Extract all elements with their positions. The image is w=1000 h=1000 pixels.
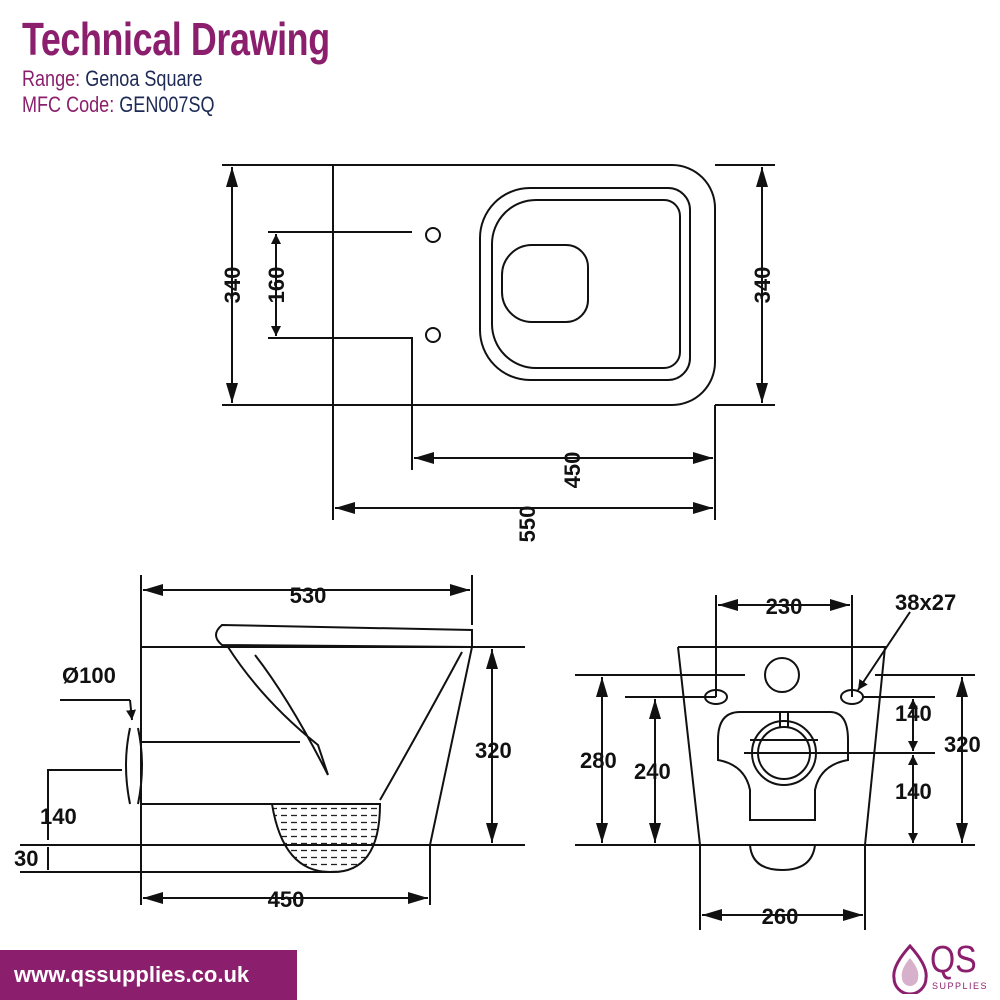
dim-label-260: 260 (762, 904, 799, 929)
dim-label-320-rear: 320 (944, 732, 981, 757)
side-view-trap (227, 646, 329, 776)
top-view-bowl-opening (501, 244, 589, 323)
page-title: Technical Drawing (22, 13, 330, 65)
rear-view-top-port (764, 657, 800, 693)
dim-label-450-top: 450 (560, 452, 585, 489)
range-line: Range: Genoa Square (22, 66, 346, 92)
dim-label-38x27: 38x27 (895, 590, 956, 615)
top-view-rim-inner (491, 199, 681, 369)
dim-label-320-side: 320 (475, 738, 512, 763)
dim-label-340-right: 340 (750, 267, 775, 304)
dim-label-140-side: 140 (40, 804, 77, 829)
logo-subtext: SUPPLIES (932, 981, 989, 991)
website-link[interactable]: www.qssupplies.co.uk (14, 962, 250, 987)
mfc-line: MFC Code: GEN007SQ (22, 92, 346, 118)
top-view: 340 160 340 450 550 (220, 164, 775, 543)
qs-supplies-logo: QS SUPPLIES (888, 938, 996, 996)
dim-label-550: 550 (515, 506, 540, 543)
mfc-label: MFC Code: (22, 92, 115, 117)
side-view-bowl-wall (379, 651, 463, 801)
dim-label-530: 530 (290, 583, 327, 608)
technical-drawing: 340 160 340 450 550 530 Ø100 320 140 30 (14, 164, 981, 930)
rear-view-body (677, 646, 887, 846)
mfc-value: GEN007SQ (119, 92, 215, 117)
dim-label-160: 160 (264, 267, 289, 304)
dim-label-280: 280 (580, 748, 617, 773)
top-view-rim-outer (479, 187, 691, 381)
rear-view-base-curve (749, 844, 816, 872)
dim-label-240: 240 (634, 759, 671, 784)
dim-label-140-upper: 140 (895, 701, 932, 726)
rear-view-outlet-housing (717, 711, 849, 821)
top-view-fixing-hole-lower (425, 327, 441, 343)
water-drop-icon (892, 944, 928, 994)
dim-label-450-side: 450 (268, 887, 305, 912)
rear-view: 230 38x27 140 140 280 240 320 260 (575, 590, 981, 930)
dim-label-30: 30 (14, 846, 38, 871)
website-banner[interactable]: www.qssupplies.co.uk (0, 950, 297, 1000)
side-view-pan (270, 803, 382, 874)
top-view-outline (332, 164, 716, 406)
drawing-header: Technical Drawing Range: Genoa Square MF… (22, 12, 417, 118)
side-view-seat (215, 623, 473, 649)
side-view: 530 Ø100 320 140 30 450 (14, 575, 525, 912)
dim-label-waste-diameter: Ø100 (62, 663, 116, 688)
dim-label-230: 230 (766, 594, 803, 619)
range-label: Range: (22, 66, 81, 91)
top-view-fixing-hole-upper (425, 227, 441, 243)
dim-label-340-left: 340 (220, 267, 245, 304)
dim-label-140-lower: 140 (895, 779, 932, 804)
logo-text: QS (930, 939, 977, 981)
range-value: Genoa Square (85, 66, 203, 91)
